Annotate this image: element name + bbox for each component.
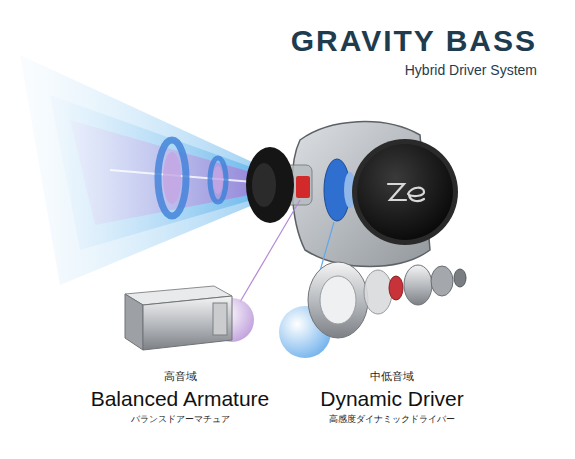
part-name: Dynamic Driver xyxy=(320,386,464,411)
part-name-ja: バランスドアーマチュア xyxy=(131,414,230,425)
balanced-armature-part xyxy=(125,286,254,350)
sound-beam xyxy=(20,55,265,285)
sound-wave xyxy=(158,140,226,216)
part-name: Balanced Armature xyxy=(91,386,270,411)
dynamic-driver-part xyxy=(279,262,466,358)
range-label: 高音域 xyxy=(164,370,197,383)
leader-line xyxy=(240,200,300,302)
part-name-ja: 高感度ダイナミックドライバー xyxy=(329,414,455,425)
earbud xyxy=(246,122,458,267)
subtitle: Hybrid Driver System xyxy=(405,62,537,79)
title: GRAVITY BASS xyxy=(291,24,537,58)
brand-logo xyxy=(388,184,424,201)
range-label: 中低音域 xyxy=(370,370,414,383)
